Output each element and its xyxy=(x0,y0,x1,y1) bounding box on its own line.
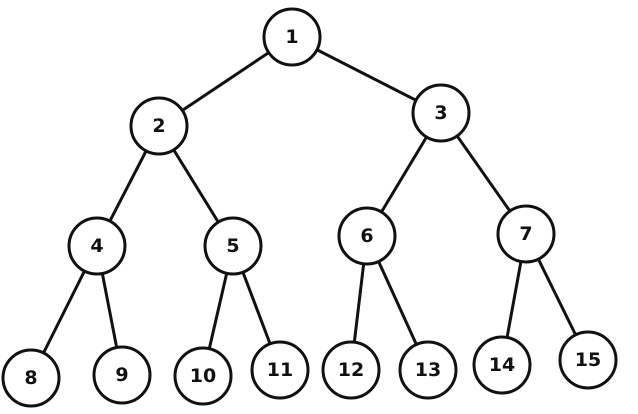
tree-node-5: 5 xyxy=(203,216,263,276)
tree-node-14: 14 xyxy=(472,335,532,395)
node-circle xyxy=(411,83,471,143)
tree-node-12: 12 xyxy=(321,340,381,400)
tree-node-8: 8 xyxy=(1,348,61,408)
node-circle xyxy=(203,216,263,276)
node-circle xyxy=(173,346,233,406)
node-label: 12 xyxy=(338,359,364,381)
tree-node-1: 1 xyxy=(262,7,322,67)
node-label: 10 xyxy=(190,365,216,387)
node-circle xyxy=(92,345,152,405)
node-circle xyxy=(558,330,618,390)
node-label: 15 xyxy=(575,349,601,371)
node-label: 2 xyxy=(152,115,165,137)
node-circle xyxy=(398,340,458,400)
node-circle xyxy=(67,216,127,276)
tree-node-3: 3 xyxy=(411,83,471,143)
node-label: 1 xyxy=(285,26,298,48)
tree-node-10: 10 xyxy=(173,346,233,406)
node-circle xyxy=(262,7,322,67)
node-label: 14 xyxy=(489,354,515,376)
node-circle xyxy=(496,204,556,264)
node-label: 8 xyxy=(24,367,37,389)
node-label: 6 xyxy=(360,225,373,247)
tree-node-7: 7 xyxy=(496,204,556,264)
node-label: 7 xyxy=(519,223,532,245)
tree-node-4: 4 xyxy=(67,216,127,276)
tree-edges xyxy=(29,35,590,380)
node-circle xyxy=(472,335,532,395)
node-circle xyxy=(129,96,189,156)
tree-node-9: 9 xyxy=(92,345,152,405)
node-label: 11 xyxy=(267,359,293,381)
tree-node-2: 2 xyxy=(129,96,189,156)
node-circle xyxy=(1,348,61,408)
node-label: 13 xyxy=(415,359,441,381)
node-circle xyxy=(321,340,381,400)
node-label: 4 xyxy=(90,235,103,257)
node-label: 3 xyxy=(434,102,447,124)
tree-node-6: 6 xyxy=(337,206,397,266)
tree-node-13: 13 xyxy=(398,340,458,400)
node-label: 5 xyxy=(226,235,239,257)
node-circle xyxy=(337,206,397,266)
tree-node-11: 11 xyxy=(250,340,310,400)
tree-node-15: 15 xyxy=(558,330,618,390)
node-circle xyxy=(250,340,310,400)
node-label: 9 xyxy=(115,364,128,386)
